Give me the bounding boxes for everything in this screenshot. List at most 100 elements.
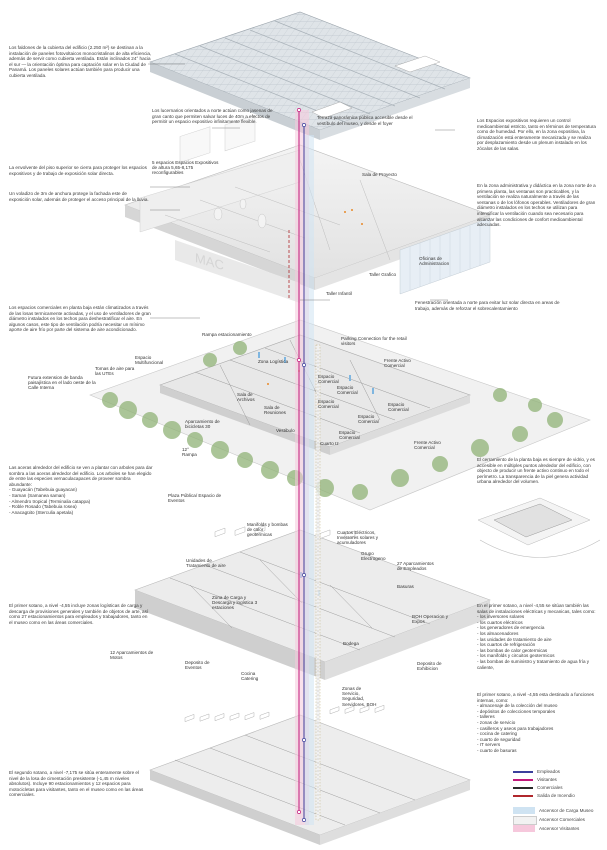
legend-item-salida-incendio: Salida de Incendio: [513, 792, 603, 800]
tree-item: - Almendro tropical (Terminalia catappa): [9, 498, 91, 504]
admin-zone-note: En la zona administrativa y didáctica en…: [477, 183, 596, 228]
label-frente-activo-2: Frente Activo Comercial: [414, 440, 441, 451]
installation-item: - los cuartos de refrigeración: [477, 642, 536, 648]
envelope-note: La envolvente del piso superior se cierr…: [9, 165, 147, 176]
label-taller-grafico: Taller Grafico: [369, 272, 397, 277]
function-item: - depósitos de colecciones temporales: [477, 708, 556, 714]
label-zona-logistica: Zona Logística: [258, 359, 289, 364]
commercial-elevator-swatch: [513, 816, 537, 825]
label-aparcamiento-bicis: Aparcamiento de bicicletas 30: [185, 419, 220, 430]
skylights-note: Los lucernarios orientados a norte actúa…: [152, 108, 273, 125]
leader-lines: [148, 63, 455, 319]
installation-item: - los manifolds y circuitos geotermicos: [477, 653, 555, 659]
cargo-elevator-shaft: [305, 135, 314, 825]
cargo-elevator-swatch: [513, 807, 535, 814]
ground-floor-level: [89, 319, 591, 511]
roof-level: [149, 11, 471, 140]
tree-item: - Saman (Samanea saman): [9, 492, 66, 498]
basement1-left-note: El primer sotano, a nivel -4,55 incluye …: [9, 603, 149, 625]
label-plaza-publica: Plaza Pública/ Espacio de Eventos: [168, 493, 222, 504]
legend-label: Visitantes: [537, 777, 557, 782]
installation-item: - los cuartos eléctricos: [477, 619, 523, 625]
legend-item-visitantes: Visitantes: [513, 776, 603, 784]
installation-item: - los generadores de emergencia: [477, 625, 545, 631]
label-vestibulo: Vestibulo: [276, 428, 295, 433]
installation-item: - las bombas de suministro y tratamiento…: [477, 658, 590, 670]
label-espacio-comercial-5: Espacio Comercial: [358, 414, 379, 425]
label-aparcamientos-motos: 12 Aparcamientos de Motos: [110, 650, 154, 661]
terrace-note: Terraza panorámica pública accesible des…: [317, 115, 413, 126]
label-manifolds: Manifolds y bombas de calor geotermicas: [247, 522, 288, 538]
label-espacio-comercial-6: Espacio Comercial: [339, 430, 360, 441]
label-exhibit-hall: 5 espacios Espacios Expositivos de altur…: [152, 160, 219, 176]
vertical-circulation: [288, 108, 321, 825]
label-deposito-eventos: Deposito de Eventos: [185, 660, 210, 671]
function-item: - zonas de servicio: [477, 719, 516, 725]
installation-item: - los almacenadores: [477, 630, 519, 636]
label-sala-archivos: Sala de Archivos: [237, 392, 255, 403]
north-window-note: Fenestración orientada a norte para evit…: [415, 300, 560, 311]
label-zona-carga: Zona de Carga y Descarga y logística 3 e…: [212, 595, 258, 611]
tree-item: - Roble Rosado (Tabebuia rosea): [9, 504, 77, 510]
function-item: - casilleros y aseos para trabajadores: [477, 725, 554, 731]
legend-item-empleados: Empleados: [513, 768, 603, 776]
label-grupo-electrogeno: Grupo Electrogeno: [361, 551, 386, 562]
installation-item: - los inversores solares: [477, 614, 525, 620]
label-frente-activo-1: Frente Activo Comercial: [384, 358, 411, 369]
basement1-functions-note: El primer sotano, a nivel -4,55 esta des…: [477, 692, 600, 754]
label-cuarto-iz: Cuarto Iz: [320, 441, 339, 446]
label-deposito-exhibicion: Deposito de Exhibicion: [417, 661, 442, 672]
label-espacio-comercial-3: Espacio Comercial: [318, 399, 339, 410]
label-espacio-comercial-2: Espacio Comercial: [337, 385, 358, 396]
label-taller-infantil: Taller Infantil: [326, 291, 352, 296]
employees-line-swatch: [513, 771, 533, 773]
label-espacio-multifuncional: Espacio Multifuncional: [135, 355, 164, 366]
label-parking-connection: Parking Connection for the retail visito…: [341, 336, 407, 347]
installation-item: - las unidades de tratamiento de aire: [477, 636, 552, 642]
installations-intro: En el primer sotano, a nivel -4,55 se si…: [477, 603, 596, 614]
label-rampa: Rampa estacionamiento: [202, 332, 252, 337]
legend-item-comerciales: Comerciales: [513, 784, 603, 792]
label-rampa-12: 12° Rampa: [182, 447, 197, 458]
legend-label: Ascensor Comerciales: [539, 817, 585, 822]
label-espacio-comercial-4: Espacio Comercial: [388, 402, 409, 413]
function-item: - cuarto de basuras: [477, 747, 517, 753]
legend-item-ascensor-comerciales: Ascensor Comerciales: [513, 815, 603, 825]
label-bodega: Bodega: [343, 641, 359, 646]
label-unidades-tratamiento: Unidades de Tratamiento de aire: [186, 558, 226, 569]
legend-label: Ascensor Visitantes: [539, 826, 580, 831]
label-espacio-comercial-1: Espacio Comercial: [318, 374, 339, 385]
label-cocina-catering: Cocina Catering: [241, 671, 259, 682]
functions-intro: El primer sotano, a nivel -4,55 esta des…: [477, 692, 594, 703]
installation-item: - las bombas de calor geotermicas: [477, 647, 548, 653]
legend-item-ascensor-visitantes: Ascensor Visitantes: [513, 824, 603, 833]
roof-note: Los faldones de la cubierta del edificio…: [9, 45, 152, 78]
basement1-installations-note: En el primer sotano, a nivel -4,55 se si…: [477, 603, 600, 670]
label-zonas-servicio: Zonas de Servicio, Seguridad, Servidores…: [342, 686, 377, 707]
function-item: - almacenaje de la colección del museo: [477, 703, 558, 709]
visitor-elevator-swatch: [513, 825, 535, 832]
basement2-note: El segundo sotano, a nivel -7,175 se sit…: [9, 770, 144, 798]
label-aparcamientos-empleados: 27 Aparcamientos de Empleados: [397, 561, 434, 572]
exhibit-spaces-note: Los Espacios expositivos requieren un co…: [477, 118, 596, 151]
legend-item-ascensor-carga: Ascensor de Carga Museo: [513, 806, 603, 815]
legend-label: Empleados: [537, 769, 560, 774]
label-cuartos-electricos: Cuartos Eléctricos, Inversores solares y…: [337, 530, 379, 546]
label-sala-reuniones: Sala de Reuniones: [264, 405, 286, 416]
legend-label: Comerciales: [537, 785, 563, 790]
label-basuras: Basuras: [397, 584, 414, 589]
trees-note: Las aceras alrededor del edificio se ven…: [9, 465, 154, 515]
legend-label: Ascensor de Carga Museo: [539, 808, 594, 813]
label-sala-proyecto: Sala de Proyecto: [362, 172, 397, 177]
overhang-note: Un voladizo de 3m de anchura protege la …: [9, 191, 149, 202]
commercial-line-swatch: [513, 787, 533, 789]
function-item: - talleres: [477, 714, 495, 720]
fire-exit-line-swatch: [513, 795, 533, 797]
label-futura-extension: Futura extension de banda paisajística e…: [28, 375, 96, 391]
tree-item: - Guayacán (Tabebuia guayacan): [9, 487, 77, 493]
function-item: - IT servers: [477, 742, 501, 748]
legend: Empleados Visitantes Comerciales Salida …: [513, 768, 603, 833]
trees-intro: Las aceras alrededor del edificio se ven…: [9, 465, 153, 487]
label-boh-operacion: BOH Operacion y Expos: [412, 614, 448, 625]
